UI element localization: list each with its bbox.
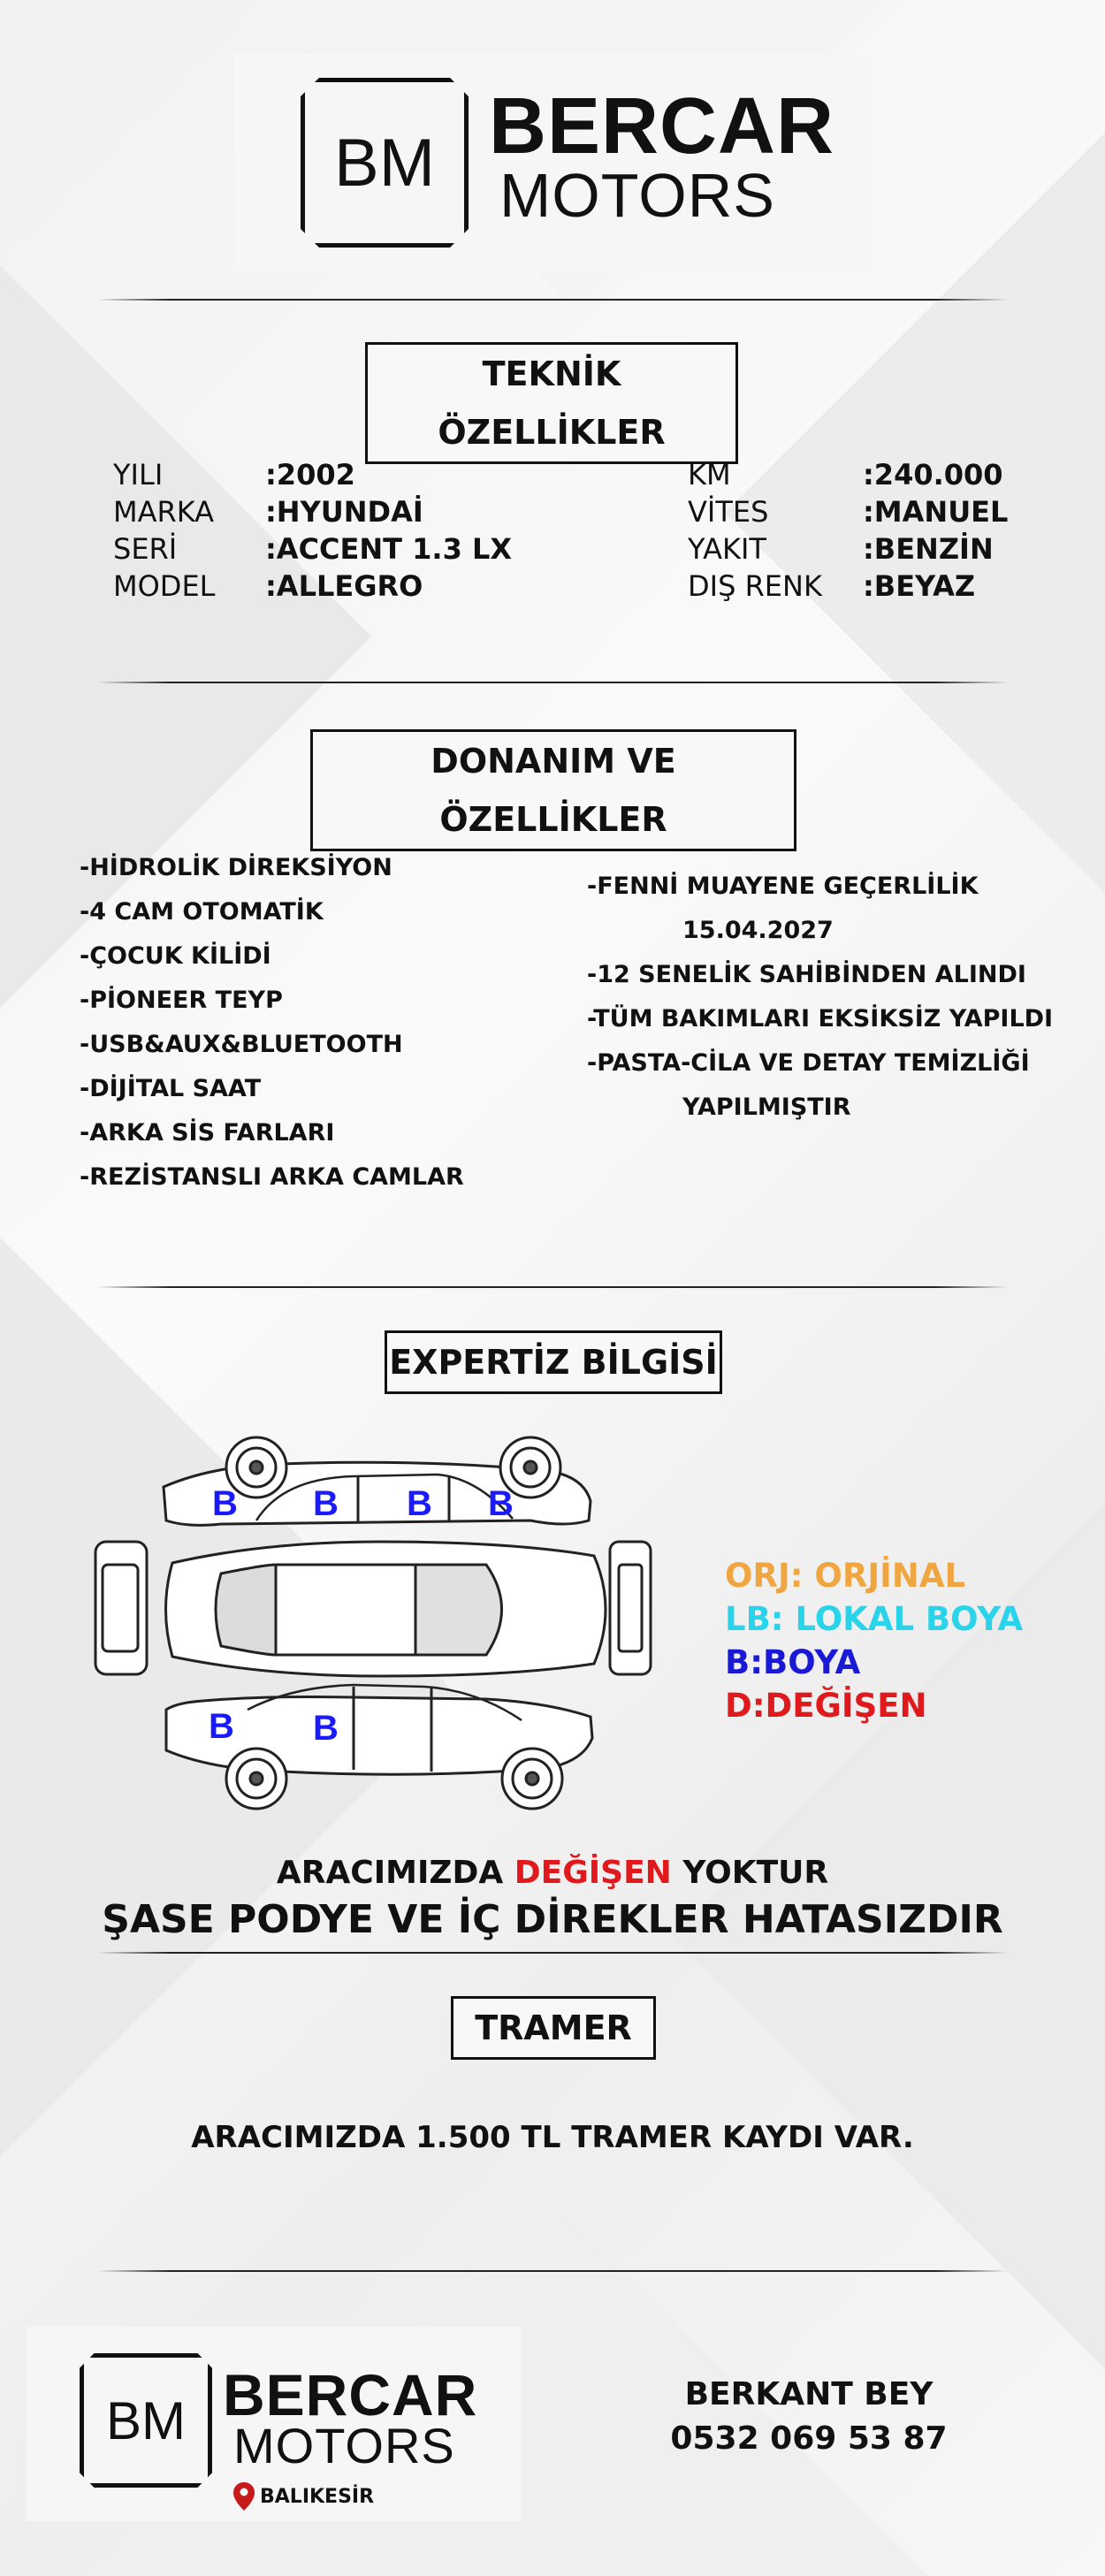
logo-emblem: BM [301, 78, 469, 248]
divider [97, 2270, 1008, 2272]
feature-item: -REZİSTANSLI ARKA CAMLAR [80, 1163, 464, 1191]
statement-red: DEĞİŞEN [514, 1855, 672, 1891]
spec-value: :ALLEGRO [265, 569, 423, 603]
spec-row: VİTES :MANUEL [688, 493, 1008, 530]
spec-row: SERİ :ACCENT 1.3 LX [113, 530, 512, 568]
contact-name: BERKANT BEY [684, 2376, 934, 2412]
features-right: -FENNİ MUAYENE GEÇERLİLİK 15.04.2027 -12… [587, 865, 1053, 1130]
feature-item: -USB&AUX&BLUETOOTH [80, 1031, 403, 1058]
degisen-statement: ARACIMIZDA DEĞİŞEN YOKTUR [0, 1855, 1105, 1891]
logo-brand-top: BERCAR [489, 82, 835, 171]
spec-value: :240.000 [863, 458, 1003, 492]
spec-row: YILI :2002 [113, 456, 512, 493]
spec-key: MODEL [113, 569, 216, 603]
footer-logo: BM BERCAR MOTORS BALIKESİR [27, 2327, 522, 2521]
divider [97, 1286, 1008, 1288]
spec-value: :2002 [265, 458, 355, 492]
divider [97, 1952, 1008, 1954]
spec-value: :HYUNDAİ [265, 495, 423, 529]
divider [97, 299, 1008, 301]
feature-item: -DİJİTAL SAAT [80, 1075, 262, 1102]
spec-value: :BENZİN [863, 532, 994, 566]
sase-statement: ŞASE PODYE VE İÇ DİREKLER HATASIZDIR [102, 1897, 1003, 1942]
spec-key: KM [688, 458, 731, 492]
spec-row: MODEL :ALLEGRO [113, 568, 512, 605]
spec-value: :ACCENT 1.3 LX [265, 532, 513, 566]
spec-left: YILI :2002 MARKA :HYUNDAİ SERİ :ACCENT 1.3 … [113, 456, 512, 605]
location-text: BALIKESİR [260, 2486, 375, 2508]
feature-item: -ÇOCUK KİLİDİ [80, 942, 271, 970]
paint-mark: B [209, 1707, 234, 1746]
spec-row: MARKA :HYUNDAİ [113, 493, 512, 530]
spec-key: MARKA [113, 495, 215, 529]
statement-post: YOKTUR [671, 1855, 829, 1891]
spec-right: KM :240.000 VİTES :MANUEL YAKIT :BENZİN DIŞ… [688, 456, 1008, 605]
tramer-title: TRAMER [451, 1996, 656, 2060]
legend-boya: B:BOYA [725, 1643, 861, 1681]
feature-item: -FENNİ MUAYENE GEÇERLİLİK [587, 873, 979, 900]
spec-key: SERİ [113, 532, 178, 566]
feature-item: -ARKA SİS FARLARI [80, 1119, 335, 1147]
logo-emblem: BM [80, 2353, 212, 2488]
feature-item: -PASTA-CİLA VE DETAY TEMİZLİĞİ [587, 1049, 1030, 1077]
spec-value: :BEYAZ [863, 569, 976, 603]
feature-item: -12 SENELİK SAHİBİNDEN ALINDI [587, 961, 1026, 988]
expertiz-title: EXPERTİZ BİLGİSİ [385, 1330, 722, 1394]
logo-monogram: BM [106, 2390, 186, 2450]
feature-item-cont: YAPILMIŞTIR [682, 1094, 851, 1121]
logo-brand-top: BERCAR [223, 2362, 478, 2427]
features-left: -HİDROLİK DİREKSİYON -4 CAM OTOMATİK -ÇO… [80, 846, 464, 1200]
logo-monogram: BM [334, 125, 435, 201]
donanim-title: DONANIM VE ÖZELLİKLER [310, 729, 796, 851]
paint-mark: B [407, 1484, 432, 1523]
car-diagram: B B B B B B [94, 1436, 652, 1810]
logo-brand-bottom: MOTORS [499, 161, 775, 230]
spec-row: YAKIT :BENZİN [688, 530, 1008, 568]
feature-item: -HİDROLİK DİREKSİYON [80, 854, 392, 881]
spec-value: :MANUEL [863, 495, 1009, 529]
location-pin-icon [233, 2482, 255, 2511]
spec-key: VİTES [688, 495, 769, 529]
paint-mark: B [212, 1484, 238, 1523]
spec-key: DIŞ RENK [688, 569, 822, 603]
paint-mark: B [313, 1709, 339, 1748]
tramer-text: ARACIMIZDA 1.500 TL TRAMER KAYDI VAR. [191, 2120, 914, 2155]
paint-legend: ORJ: ORJİNAL LB: LOKAL BOYA B:BOYA D:DEĞ… [725, 1554, 1023, 1727]
logo-brand-bottom: MOTORS [233, 2418, 455, 2473]
legend-lokal-boya: LB: LOKAL BOYA [725, 1600, 1024, 1638]
spec-row: KM :240.000 [688, 456, 1008, 493]
spec-row: DIŞ RENK :BEYAZ [688, 568, 1008, 605]
divider [97, 682, 1008, 683]
feature-item: -PİONEER TEYP [80, 987, 283, 1014]
feature-item: -TÜM BAKIMLARI EKSİKSİZ YAPILDI [587, 1005, 1054, 1033]
teknik-title: TEKNİK ÖZELLİKLER [365, 342, 738, 464]
spec-key: YILI [113, 458, 164, 492]
legend-degisen: D:DEĞİŞEN [725, 1687, 927, 1725]
header-logo: BM BERCAR MOTORS [234, 53, 871, 272]
paint-mark: B [488, 1484, 514, 1523]
spec-key: YAKIT [688, 532, 766, 566]
feature-item-cont: 15.04.2027 [682, 917, 834, 944]
statement-pre: ARACIMIZDA [276, 1855, 514, 1891]
paint-mark: B [313, 1484, 339, 1523]
contact-phone: 0532 069 53 87 [670, 2420, 948, 2457]
feature-item: -4 CAM OTOMATİK [80, 898, 324, 926]
legend-orjinal: ORJ: ORJİNAL [725, 1557, 966, 1595]
